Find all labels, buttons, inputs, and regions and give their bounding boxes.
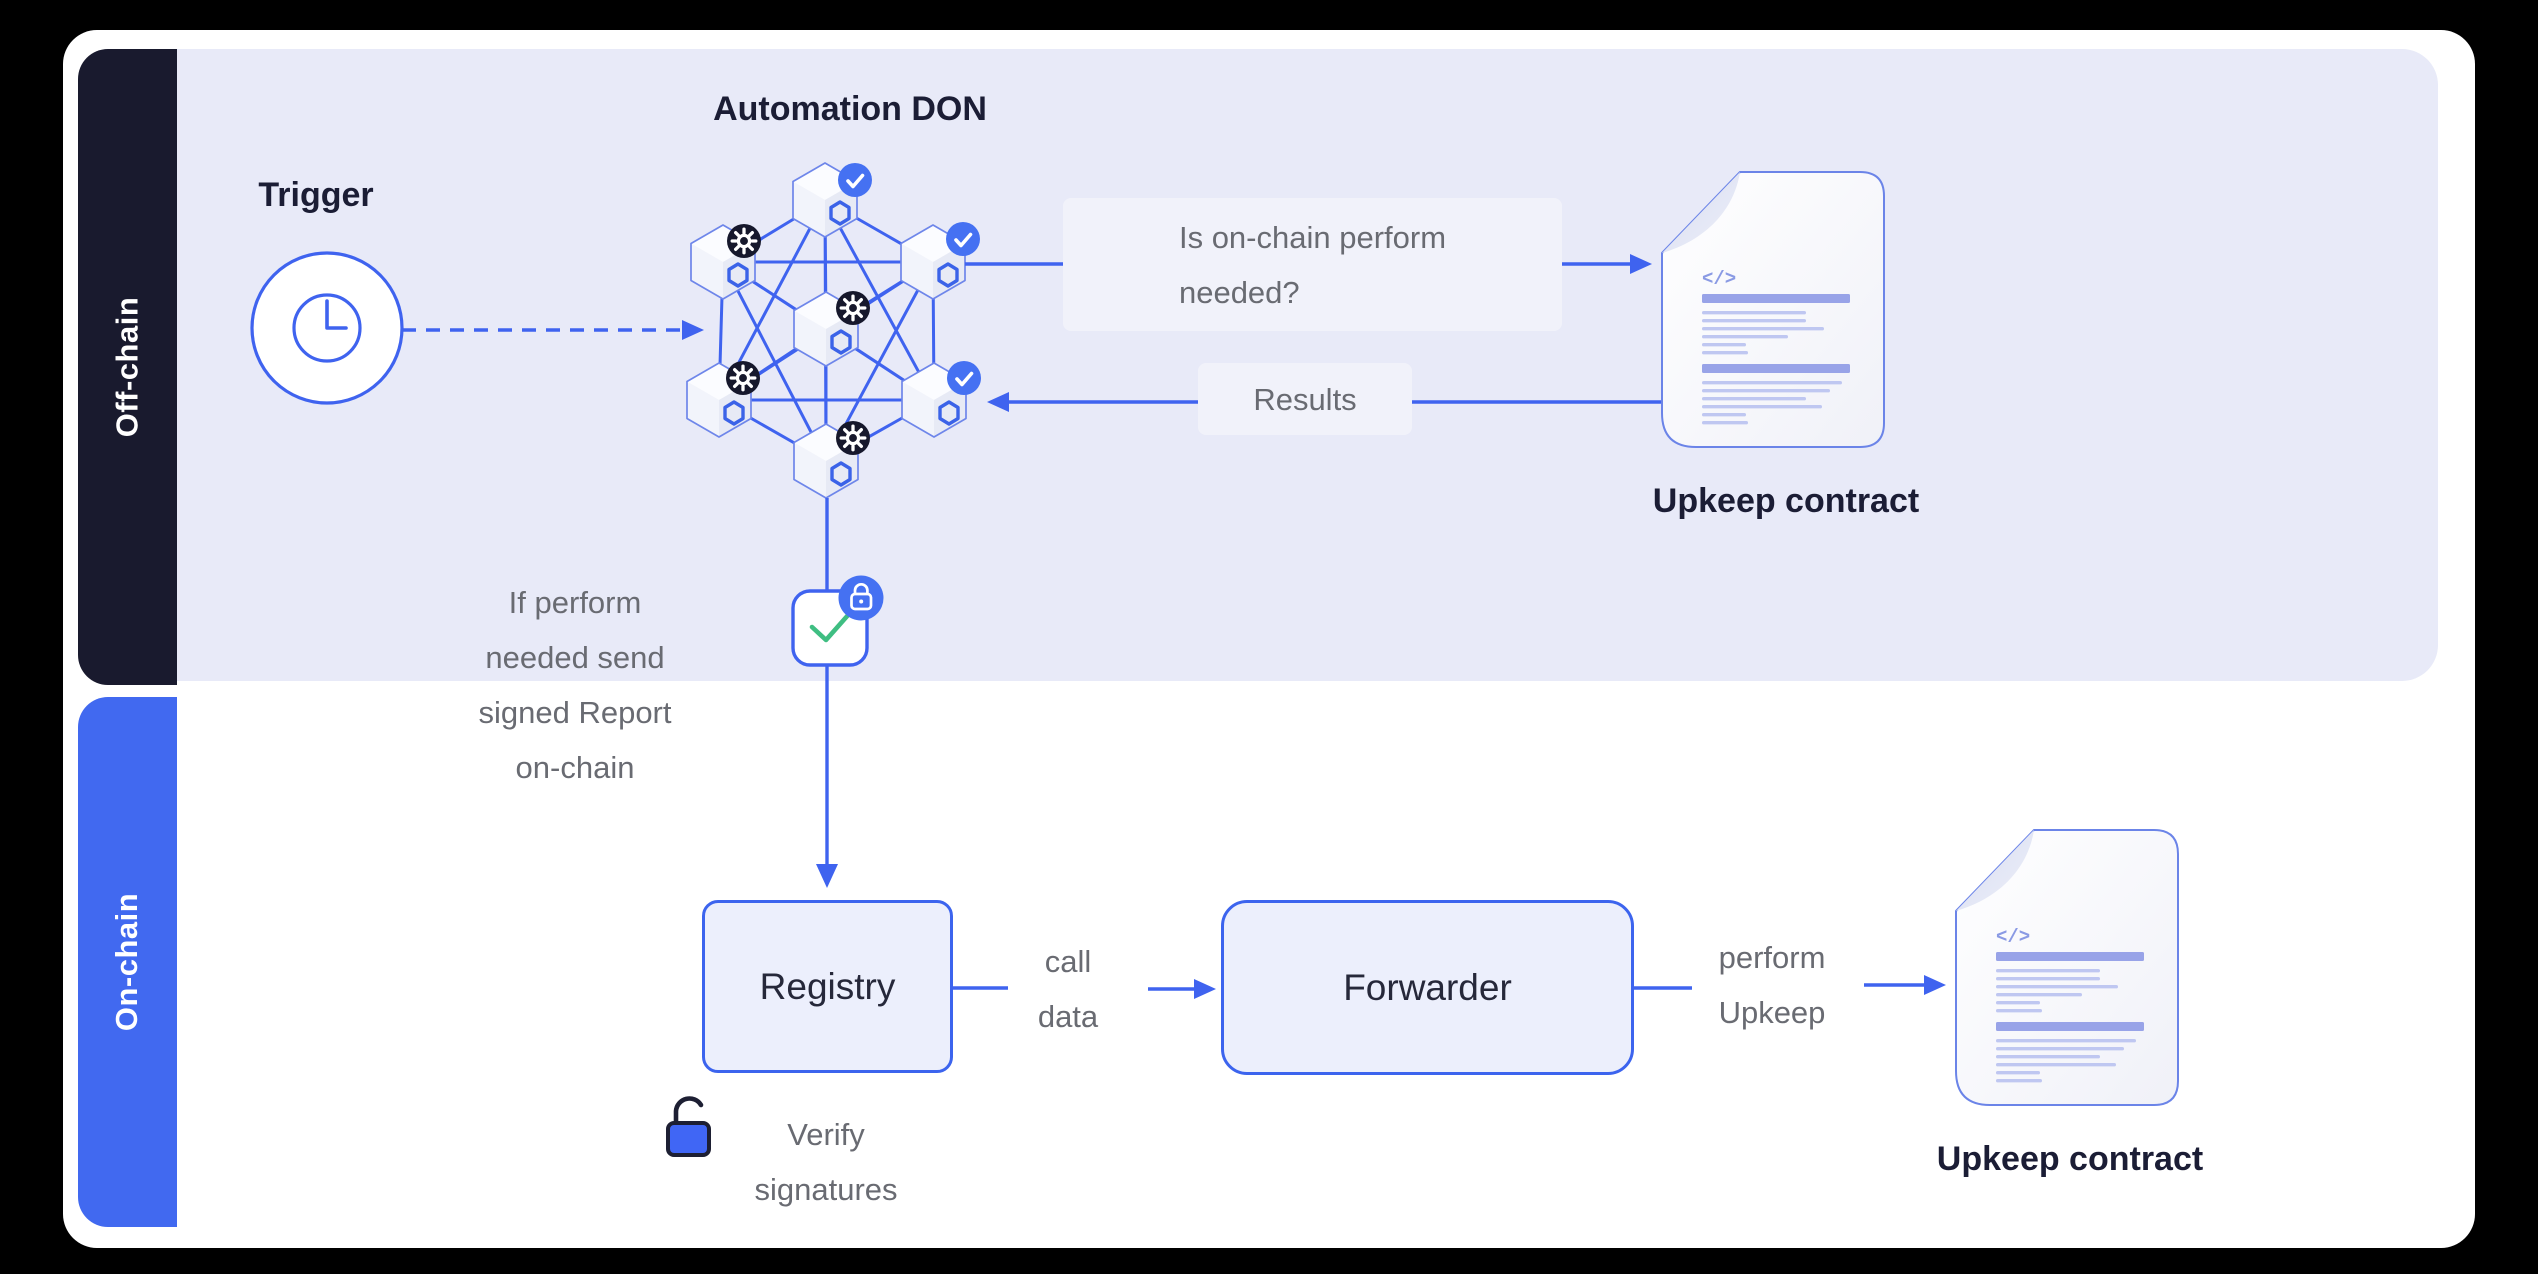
question-box: Is on-chain perform needed? [1063,198,1562,331]
offchain-section-bar: Off-chain [78,49,177,685]
forwarder-box: Forwarder [1221,900,1634,1075]
registry-box: Registry [702,900,953,1073]
upkeep-contract-top-label: Upkeep contract [1652,482,1920,520]
green-check-icon [809,611,852,643]
check-badge-icon [836,161,874,199]
upkeep-contract-bottom-icon [1955,829,2179,1106]
forwarder-label: Forwarder [1343,966,1512,1008]
onchain-section-bar: On-chain [78,697,177,1227]
call-data-label: call data [1037,944,1099,1034]
call-data-arrow [953,979,1216,999]
gear-badge-icon [834,419,872,457]
results-box: Results [1198,363,1412,435]
unlock-icon [666,1096,711,1157]
gear-badge-icon [725,222,763,260]
code-icon: </> [1702,268,1736,290]
question-label: Is on-chain perform needed? [1178,219,1447,310]
check-badge-icon [945,359,983,397]
results-arrow [987,392,1663,412]
upkeep-contract-top-icon [1661,171,1885,448]
code-icon: </> [1996,926,2030,948]
check-badge-icon [944,220,982,258]
registry-label: Registry [759,965,896,1007]
results-label: Results [1253,381,1357,417]
don-title: Automation DON [713,90,987,128]
verify-signatures-label: Verify signatures [754,1117,898,1207]
lock-badge-icon [838,575,884,621]
report-note-label: If perform needed send signed Report on-… [478,585,672,785]
trigger-label: Trigger [258,176,374,214]
upkeep-contract-bottom-label: Upkeep contract [1936,1140,2204,1178]
gear-badge-icon [834,289,872,327]
signed-report-badge [791,575,884,667]
perform-upkeep-arrow [1634,975,1946,995]
don-network [685,161,983,500]
gear-badge-icon [724,359,762,397]
trigger-arrow [402,320,704,340]
perform-upkeep-label: perform Upkeep [1718,940,1826,1030]
clock-icon [250,251,404,405]
question-arrow [965,254,1652,274]
report-arrow [816,498,838,888]
